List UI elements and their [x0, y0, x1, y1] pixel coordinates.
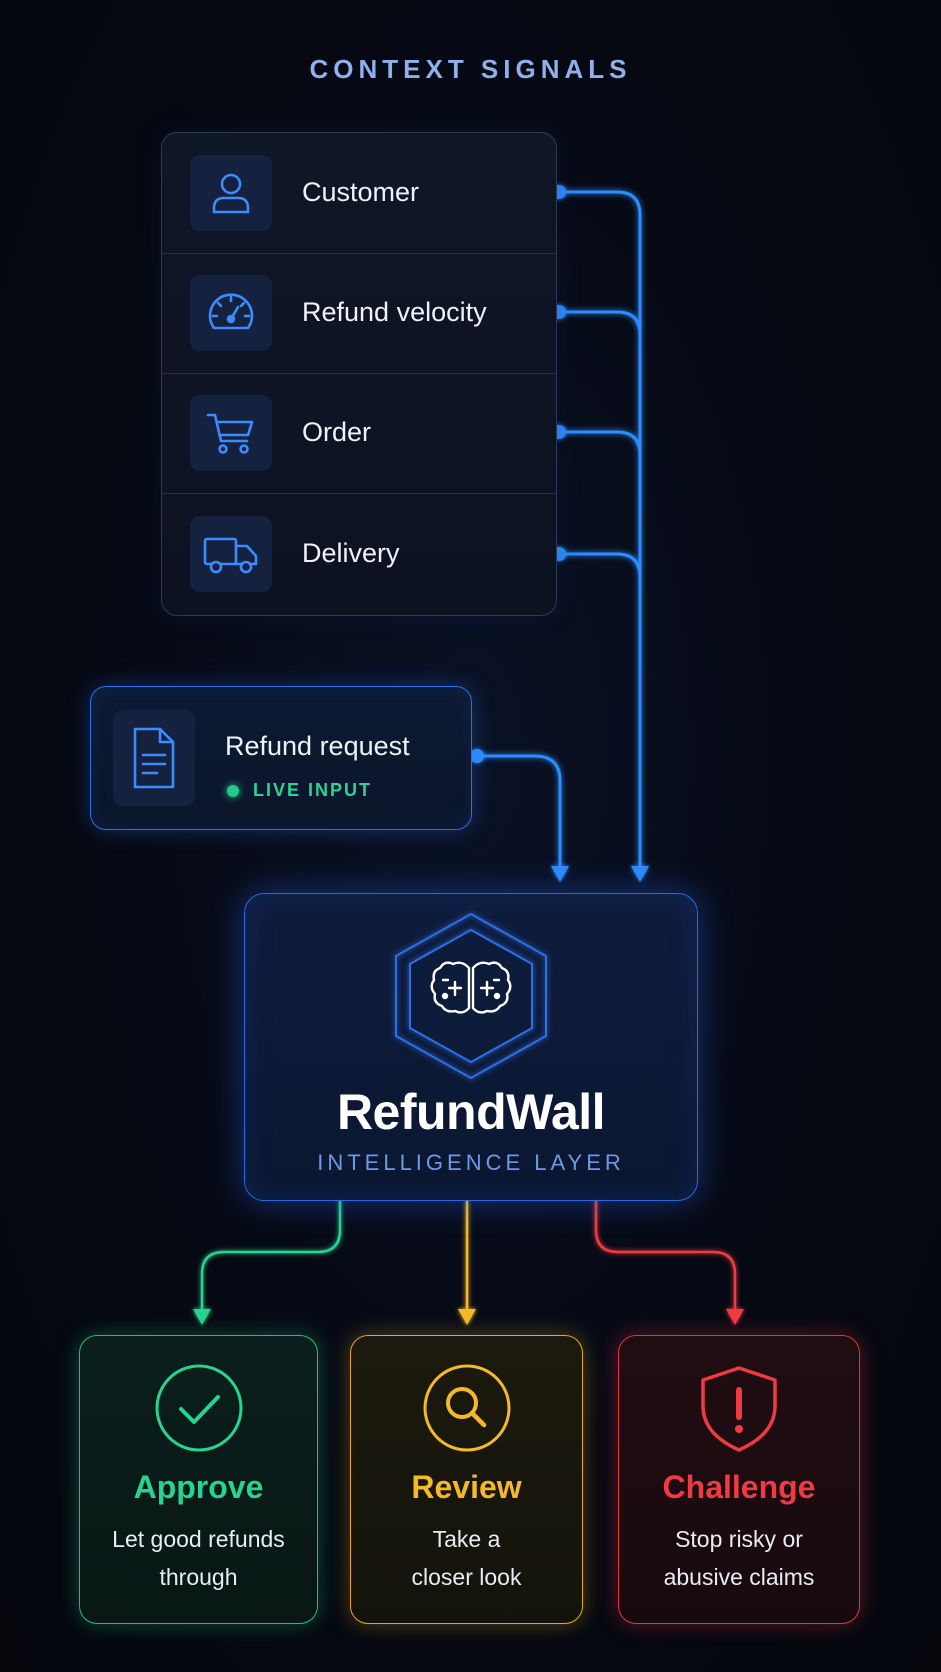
- outcome-review-title: Review: [411, 1469, 522, 1505]
- refund-request-title: Refund request: [225, 731, 410, 761]
- outcome-approve-card[interactable]: Approve Let good refunds through: [79, 1335, 318, 1624]
- refundwall-core-card: RefundWall INTELLIGENCE LAYER: [244, 893, 698, 1201]
- connector-approve: [200, 1200, 342, 1310]
- outcome-challenge-card[interactable]: Challenge Stop risky or abusive claims: [618, 1335, 860, 1624]
- connector-refund-velocity: [559, 310, 642, 336]
- outcome-review-description: Take a closer look: [351, 1520, 582, 1596]
- connector-delivery: [559, 552, 642, 578]
- outcome-review-card[interactable]: Review Take a closer look: [350, 1335, 583, 1624]
- document-icon: [113, 710, 195, 806]
- outcome-challenge-desc-line2: abusive claims: [663, 1564, 815, 1590]
- refundwall-title: RefundWall: [336, 1084, 606, 1140]
- arrowhead-review: [458, 1309, 476, 1325]
- signal-label-refund-velocity: Refund velocity: [302, 297, 487, 327]
- outcome-approve-description: Let good refunds through: [80, 1520, 317, 1596]
- outcome-review-desc-line1: Take a: [432, 1526, 501, 1552]
- outcome-challenge-description: Stop risky or abusive claims: [619, 1520, 859, 1596]
- context-signals-card: Customer Refund velocity: [161, 132, 557, 616]
- outcome-approve-desc-line2: through: [159, 1564, 238, 1590]
- signal-row-order[interactable]: Order: [162, 373, 556, 494]
- arrowhead-approve: [193, 1309, 211, 1325]
- refund-request-card[interactable]: Refund request LIVE INPUT: [90, 686, 472, 830]
- outcome-challenge-desc-line1: Stop risky or: [675, 1526, 803, 1552]
- connector-challenge: [594, 1200, 737, 1310]
- live-input-label: LIVE INPUT: [253, 780, 373, 800]
- user-icon: [190, 155, 272, 231]
- arrowhead-request: [551, 866, 569, 882]
- signal-label-customer: Customer: [302, 177, 420, 207]
- speedometer-icon: [190, 275, 272, 351]
- signal-row-customer[interactable]: Customer: [162, 133, 556, 254]
- signal-row-refund-velocity[interactable]: Refund velocity: [162, 253, 556, 374]
- outcome-review-desc-line2: closer look: [411, 1564, 522, 1590]
- context-signals-heading: CONTEXT SIGNALS: [309, 54, 632, 84]
- signal-label-delivery: Delivery: [302, 538, 400, 568]
- arrowhead-challenge: [726, 1309, 744, 1325]
- connector-refund-request: [477, 754, 562, 868]
- outcome-approve-title: Approve: [133, 1469, 264, 1505]
- intelligence-layer-subtitle: INTELLIGENCE LAYER: [317, 1150, 625, 1175]
- magnifier-icon: [423, 1364, 510, 1452]
- delivery-truck-icon: [190, 516, 272, 592]
- request-port: [470, 749, 484, 763]
- shopping-cart-icon: [190, 395, 272, 471]
- connector-customer: [559, 190, 642, 868]
- signal-row-delivery[interactable]: Delivery: [162, 494, 556, 614]
- outcome-approve-desc-line1: Let good refunds: [112, 1526, 285, 1552]
- brain-icon: [395, 912, 547, 1080]
- shield-alert-icon: [701, 1366, 777, 1452]
- signal-label-order: Order: [302, 417, 372, 447]
- live-status-dot: [227, 785, 239, 797]
- connector-order: [559, 430, 642, 456]
- outcome-challenge-title: Challenge: [662, 1469, 816, 1505]
- arrowhead-signals: [631, 866, 649, 882]
- checkmark-circle-icon: [155, 1364, 242, 1452]
